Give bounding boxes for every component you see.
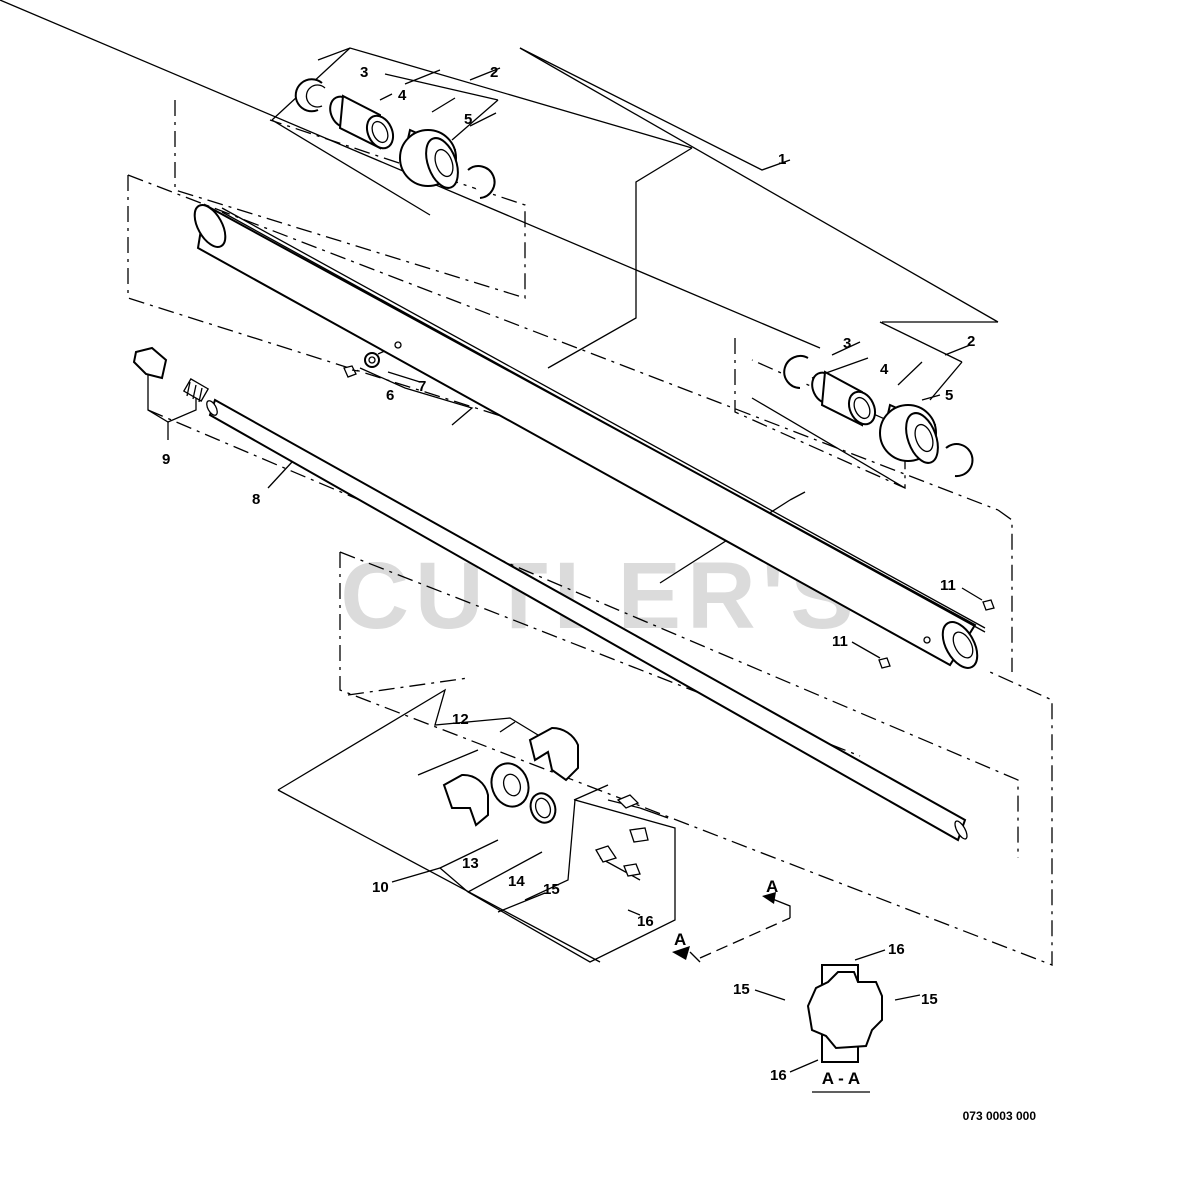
- callout-5-right: 5: [945, 387, 953, 404]
- callout-13: 13: [462, 855, 479, 872]
- section-arrows: A A: [672, 877, 791, 963]
- callout-9: 9: [162, 451, 170, 468]
- callout-15-section-left: 15: [733, 981, 750, 998]
- callout-1: 1: [778, 151, 786, 168]
- section-arrow-label-lower: A: [674, 930, 686, 949]
- drive-tube: [193, 203, 986, 669]
- callout-5-top: 5: [464, 111, 472, 128]
- drive-shaft: [206, 398, 968, 842]
- section-view-label: A - A: [822, 1069, 860, 1088]
- callout-16: 16: [637, 913, 654, 930]
- leader-lines: [0, 0, 999, 963]
- outline-tube-left: [127, 175, 521, 423]
- outline-lower-envelope: [339, 552, 1053, 966]
- outline-tube-right: [997, 509, 1013, 672]
- right-bushing-group: [783, 355, 974, 478]
- callout-16-section-top: 16: [888, 941, 905, 958]
- callout-15-section-right: 15: [921, 991, 938, 1008]
- callout-3-top: 3: [360, 64, 368, 81]
- assembly-outlines: [127, 100, 1053, 966]
- callout-2-right: 2: [967, 333, 975, 350]
- callout-4-top: 4: [398, 87, 407, 104]
- lower-bearing-group: [442, 726, 649, 877]
- callout-3-right: 3: [843, 335, 851, 352]
- callout-15: 15: [543, 881, 560, 898]
- callout-11-lower: 11: [832, 633, 848, 650]
- outline-top-bushing-group: [174, 100, 526, 299]
- callout-2-top: 2: [490, 64, 498, 81]
- callout-6: 6: [386, 387, 394, 404]
- section-arrow-label-upper: A: [766, 877, 778, 896]
- outline-tube-top: [127, 174, 999, 511]
- outline-lower-link: [347, 677, 469, 696]
- top-bushing-group: [294, 78, 496, 199]
- section-view: A - A: [754, 949, 921, 1093]
- callout-12: 12: [452, 711, 469, 728]
- screws: [343, 352, 995, 669]
- callout-numbers: 1 2 3 4 5 2 3 4 5 6 7 8 9 10 11 11 12 13…: [162, 64, 975, 1084]
- callout-7: 7: [418, 378, 426, 395]
- callout-8: 8: [252, 491, 260, 508]
- callout-16-section-bottom: 16: [770, 1067, 787, 1084]
- callout-11-upper: 11: [940, 577, 956, 594]
- drawing-number: 073 0003 000: [963, 1109, 1037, 1123]
- callout-14: 14: [508, 873, 525, 890]
- part-9-cap: [132, 346, 210, 403]
- callout-10: 10: [372, 879, 389, 896]
- callout-4-right: 4: [880, 361, 889, 378]
